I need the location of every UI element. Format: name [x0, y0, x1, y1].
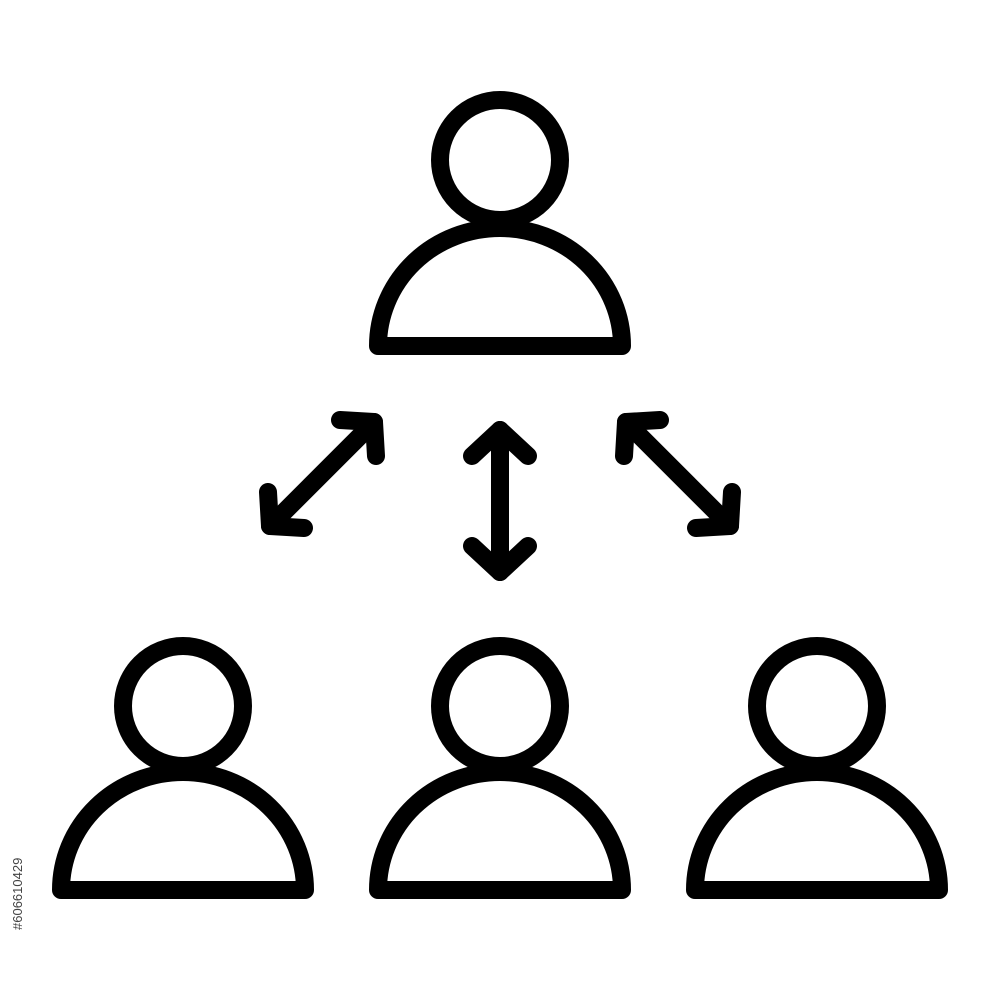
member-center-head	[431, 637, 569, 775]
stock-id-watermark: #606610429	[10, 857, 25, 930]
member-center-person-icon	[369, 637, 631, 899]
member-left-person-icon	[52, 637, 314, 899]
leader-person-icon	[369, 91, 631, 355]
member-left-body	[52, 763, 314, 899]
member-right-head	[748, 637, 886, 775]
arrow-vertical-icon	[463, 421, 537, 581]
leader-body	[369, 219, 631, 355]
leader-head	[431, 91, 569, 229]
arrow-right-diagonal-icon	[615, 411, 741, 537]
arrow-left-diagonal-icon	[259, 411, 385, 537]
member-center-body	[369, 763, 631, 899]
member-right-body	[686, 763, 948, 899]
member-right-person-icon	[686, 637, 948, 899]
member-left-head	[114, 637, 252, 775]
